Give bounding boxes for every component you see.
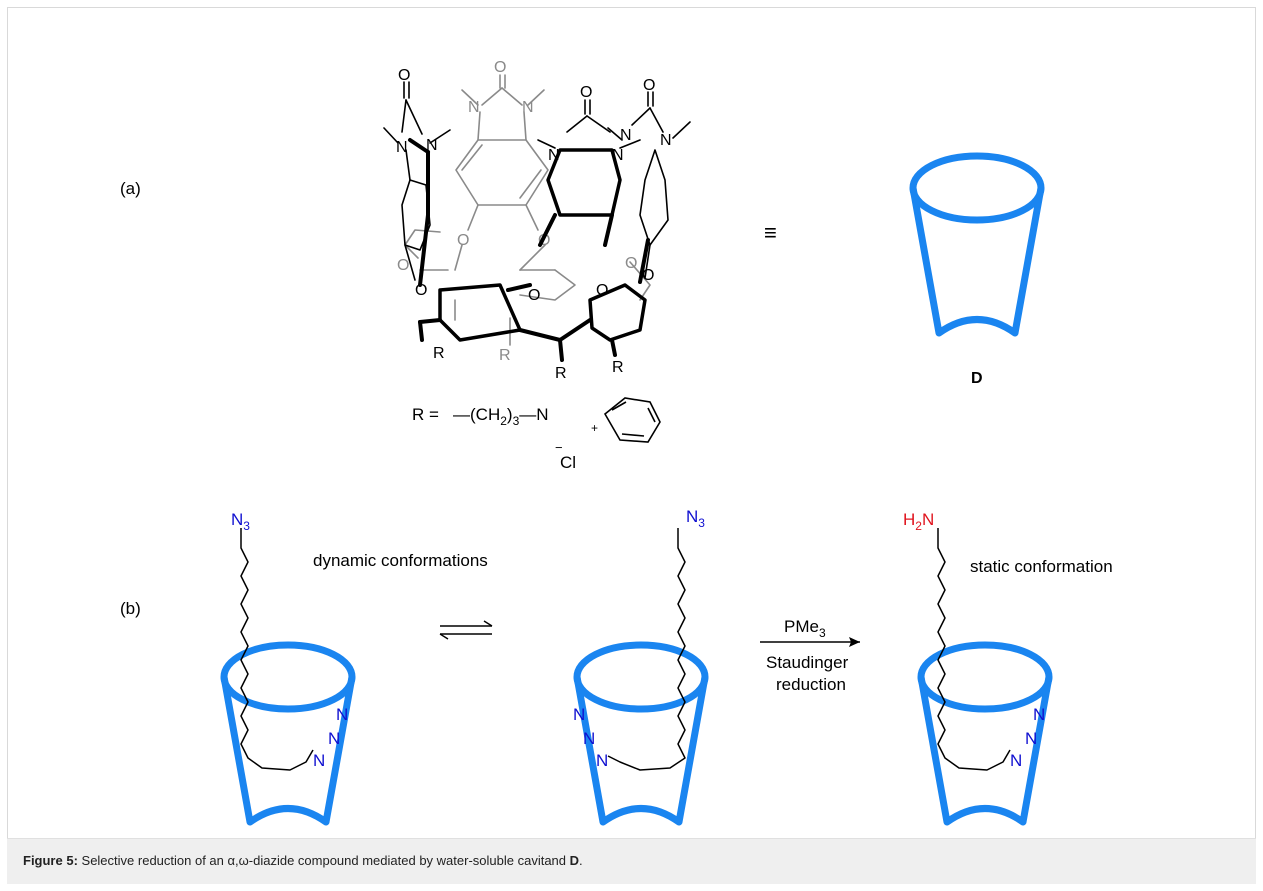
- complex-1: N3 N N N: [224, 510, 352, 822]
- svg-text:R: R: [433, 345, 445, 362]
- svg-text:N: N: [396, 139, 408, 156]
- svg-text:O: O: [398, 67, 410, 84]
- svg-text:N: N: [660, 132, 672, 149]
- svg-text:—(CH2)3—N: —(CH2)3—N: [453, 405, 549, 428]
- svg-text:R: R: [612, 359, 624, 376]
- svg-text:N: N: [522, 99, 534, 116]
- caption-period: .: [579, 853, 583, 868]
- svg-text:O: O: [625, 255, 637, 272]
- figure-caption: Figure 5: Selective reduction of an α,ω-…: [23, 853, 583, 868]
- panel-b-label: (b): [120, 599, 141, 618]
- complex-2: N3 N N N: [573, 507, 705, 822]
- dynamic-label: dynamic conformations: [313, 551, 488, 570]
- svg-text:N: N: [548, 147, 560, 164]
- svg-text:R: R: [499, 347, 511, 364]
- svg-text:Staudinger: Staudinger: [766, 653, 849, 672]
- svg-text:R: R: [555, 365, 567, 382]
- svg-text:R =: R =: [412, 405, 439, 424]
- svg-text:−: −: [555, 440, 563, 455]
- r-group-definition: R = —(CH2)3—N + Cl −: [412, 397, 661, 472]
- svg-text:reduction: reduction: [776, 675, 846, 694]
- svg-text:O: O: [457, 232, 469, 249]
- equilibrium-arrows: [439, 620, 493, 640]
- svg-text:N: N: [1033, 705, 1045, 724]
- svg-text:N3: N3: [231, 510, 250, 533]
- svg-text:O: O: [528, 287, 540, 304]
- cavitand-cup-D: [913, 156, 1041, 333]
- static-label: static conformation: [970, 557, 1113, 576]
- svg-text:N: N: [620, 127, 632, 144]
- svg-text:Cl: Cl: [560, 453, 576, 472]
- cavitand-structure: O N N O O O O R: [383, 59, 691, 382]
- svg-text:N: N: [1010, 751, 1022, 770]
- svg-text:O: O: [642, 267, 654, 284]
- svg-text:N: N: [583, 729, 595, 748]
- svg-text:N: N: [313, 751, 325, 770]
- svg-text:N: N: [336, 705, 348, 724]
- caption-bold-end: D: [569, 853, 580, 868]
- svg-text:N: N: [468, 99, 480, 116]
- svg-text:+: +: [591, 421, 598, 435]
- caption-prefix: Figure 5:: [23, 853, 78, 868]
- reaction-arrow: PMe3 Staudinger reduction: [760, 617, 860, 694]
- equivalence-symbol: ≡: [764, 220, 777, 245]
- svg-text:O: O: [415, 282, 427, 299]
- svg-text:O: O: [580, 84, 592, 101]
- svg-text:PMe3: PMe3: [784, 617, 826, 640]
- svg-text:N: N: [612, 147, 624, 164]
- svg-text:N: N: [1025, 729, 1037, 748]
- svg-text:N3: N3: [686, 507, 705, 530]
- cavitand-label: D: [971, 370, 983, 387]
- svg-text:O: O: [596, 282, 608, 299]
- svg-text:N: N: [328, 729, 340, 748]
- svg-text:H2N: H2N: [903, 510, 934, 533]
- svg-text:N: N: [426, 137, 438, 154]
- svg-text:O: O: [643, 77, 655, 94]
- svg-text:O: O: [397, 257, 409, 274]
- figure-frame: [7, 7, 1256, 884]
- complex-3: H2N N N N: [903, 510, 1049, 822]
- svg-text:N: N: [596, 751, 608, 770]
- caption-bar: Figure 5: Selective reduction of an α,ω-…: [7, 838, 1256, 884]
- svg-text:N: N: [573, 705, 585, 724]
- svg-text:O: O: [494, 59, 506, 76]
- panel-a-label: (a): [120, 179, 141, 198]
- caption-text: Selective reduction of an α,ω-diazide co…: [77, 853, 570, 868]
